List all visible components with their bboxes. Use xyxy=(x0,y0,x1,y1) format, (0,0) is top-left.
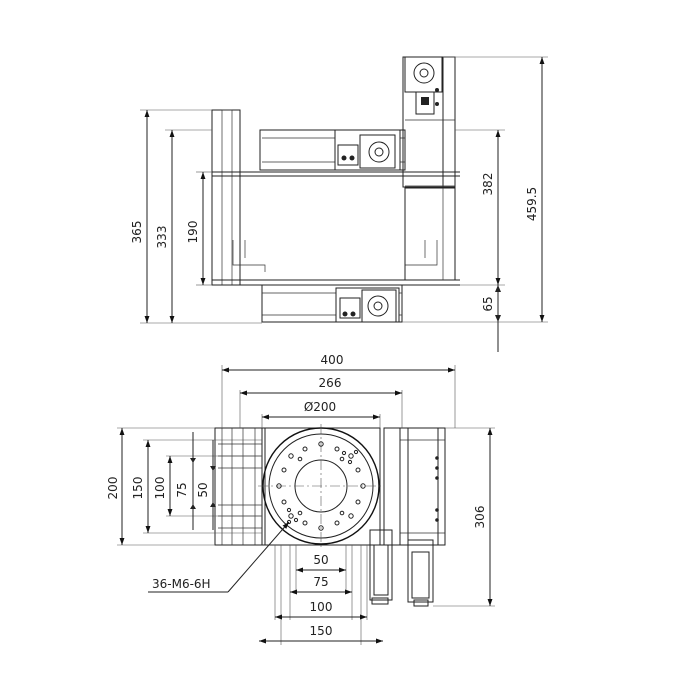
dim-365-label: 365 xyxy=(130,221,144,244)
upper-rail xyxy=(259,129,406,171)
dim-400-label: 400 xyxy=(321,353,344,367)
dim-459-5-label: 459.5 xyxy=(525,187,539,221)
dim-382-label: 382 xyxy=(481,173,495,196)
dim-266-label: 266 xyxy=(319,376,342,390)
left-base xyxy=(214,427,266,546)
motor-left-bottom xyxy=(369,529,393,601)
dim-dia-200-label: Ø200 xyxy=(304,400,336,414)
dim-150-left-label: 150 xyxy=(131,477,145,500)
motor-right-bottom xyxy=(407,539,434,603)
dim-100-left-label: 100 xyxy=(153,477,167,500)
dim-333-label: 333 xyxy=(155,226,169,249)
hole-callout-label: 36-M6-6H xyxy=(152,577,211,591)
left-post xyxy=(211,109,241,286)
dim-190-label: 190 xyxy=(186,221,200,244)
dim-150-bottom-label: 150 xyxy=(310,624,333,638)
dim-65-label: 65 xyxy=(481,296,495,311)
base-marks xyxy=(218,443,262,529)
front-view: 365 333 190 382 459.5 65 xyxy=(130,56,548,352)
dim-200-left-label: 200 xyxy=(106,477,120,500)
dim-50-bottom-label: 50 xyxy=(313,553,328,567)
lower-rail xyxy=(261,284,403,323)
dim-306-label: 306 xyxy=(473,506,487,529)
dim-100-bottom-label: 100 xyxy=(310,600,333,614)
top-view: 400 266 Ø200 200 150 100 75 50 306 xyxy=(106,353,495,645)
dim-75-left-label: 75 xyxy=(175,482,189,497)
dim-75-bottom-label: 75 xyxy=(313,575,328,589)
mounting-holes xyxy=(276,441,366,531)
dim-50-left-label: 50 xyxy=(196,482,210,497)
